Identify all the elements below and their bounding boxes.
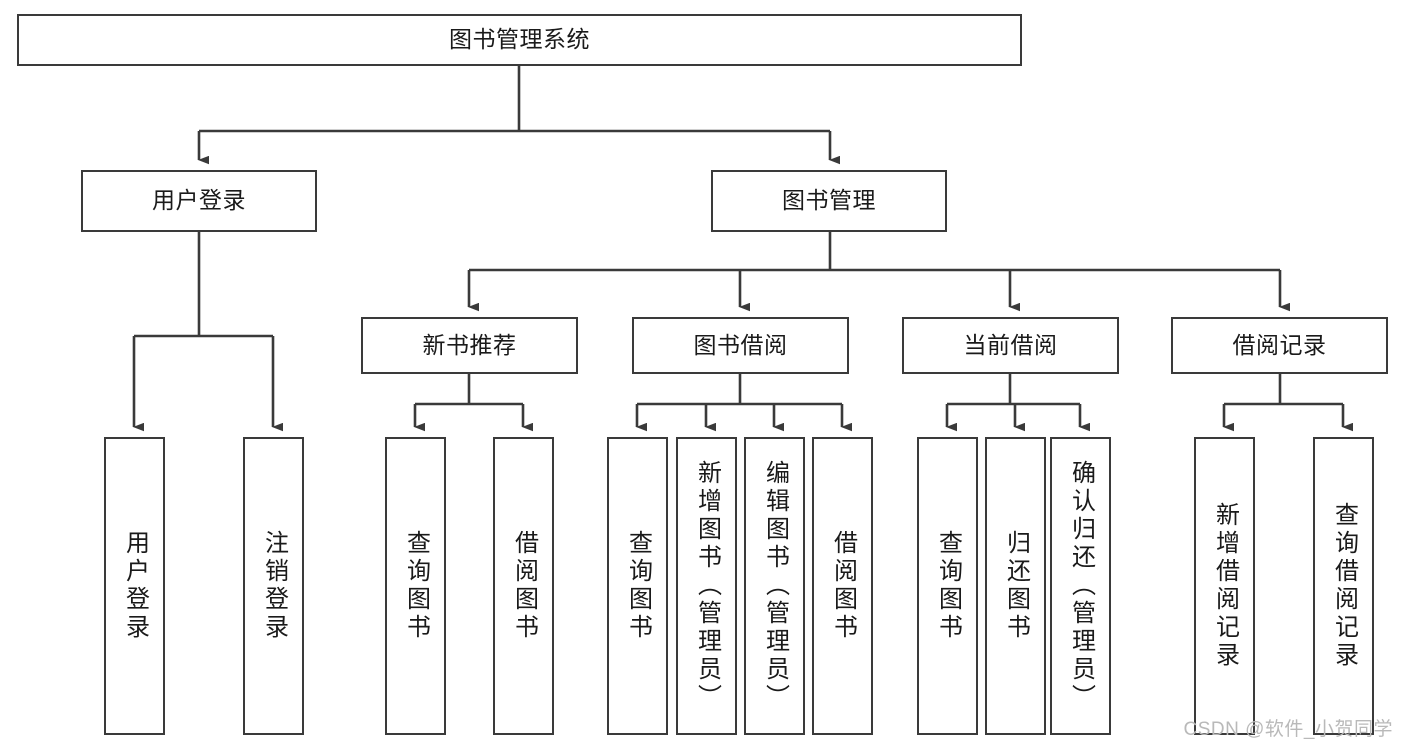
node-label: 图书借阅: [693, 331, 788, 358]
watermark-text: CSDN @软件_小贺同学: [1183, 719, 1393, 740]
node-label: 新增图书（管理员）: [693, 460, 721, 712]
node-current-borrow[interactable]: 当前借阅: [902, 317, 1119, 374]
leaf-edit-book-admin[interactable]: 编辑图书（管理员）: [744, 437, 805, 735]
node-label: 新书推荐: [422, 331, 517, 358]
node-label: 归还图书: [1002, 530, 1030, 642]
node-label: 图书管理: [782, 187, 876, 214]
node-label: 用户登录: [152, 187, 246, 214]
node-label: 借阅图书: [829, 530, 857, 642]
node-borrow-record[interactable]: 借阅记录: [1171, 317, 1388, 374]
node-label: 确认归还（管理员）: [1067, 460, 1095, 712]
leaf-return-book[interactable]: 归还图书: [985, 437, 1046, 735]
node-book-borrow[interactable]: 图书借阅: [632, 317, 849, 374]
node-label: 借阅记录: [1232, 331, 1327, 358]
node-label: 编辑图书（管理员）: [761, 460, 789, 712]
node-label: 借阅图书: [510, 530, 538, 642]
node-label: 查询图书: [624, 530, 652, 642]
node-root-book-management-system[interactable]: 图书管理系统: [17, 14, 1022, 66]
leaf-confirm-return-admin[interactable]: 确认归还（管理员）: [1050, 437, 1111, 735]
node-label: 查询借阅记录: [1330, 502, 1358, 670]
leaf-query-book-current[interactable]: 查询图书: [917, 437, 978, 735]
leaf-user-logout[interactable]: 注销登录: [243, 437, 304, 735]
leaf-query-book-new-book[interactable]: 查询图书: [385, 437, 446, 735]
node-new-book-recommend[interactable]: 新书推荐: [361, 317, 578, 374]
node-label: 查询图书: [402, 530, 430, 642]
leaf-borrow-book-new-book[interactable]: 借阅图书: [493, 437, 554, 735]
node-label: 图书管理系统: [449, 26, 590, 53]
node-label: 新增借阅记录: [1211, 502, 1239, 670]
leaf-query-borrow-record[interactable]: 查询借阅记录: [1313, 437, 1374, 735]
node-label: 用户登录: [121, 530, 149, 642]
leaf-query-book-borrow[interactable]: 查询图书: [607, 437, 668, 735]
node-label: 当前借阅: [963, 331, 1058, 358]
node-label: 查询图书: [934, 530, 962, 642]
node-user-login[interactable]: 用户登录: [81, 170, 317, 232]
node-label: 注销登录: [260, 530, 288, 642]
node-book-management[interactable]: 图书管理: [711, 170, 947, 232]
leaf-add-book-admin[interactable]: 新增图书（管理员）: [676, 437, 737, 735]
leaf-user-login[interactable]: 用户登录: [104, 437, 165, 735]
leaf-add-borrow-record[interactable]: 新增借阅记录: [1194, 437, 1255, 735]
leaf-borrow-book-borrow[interactable]: 借阅图书: [812, 437, 873, 735]
